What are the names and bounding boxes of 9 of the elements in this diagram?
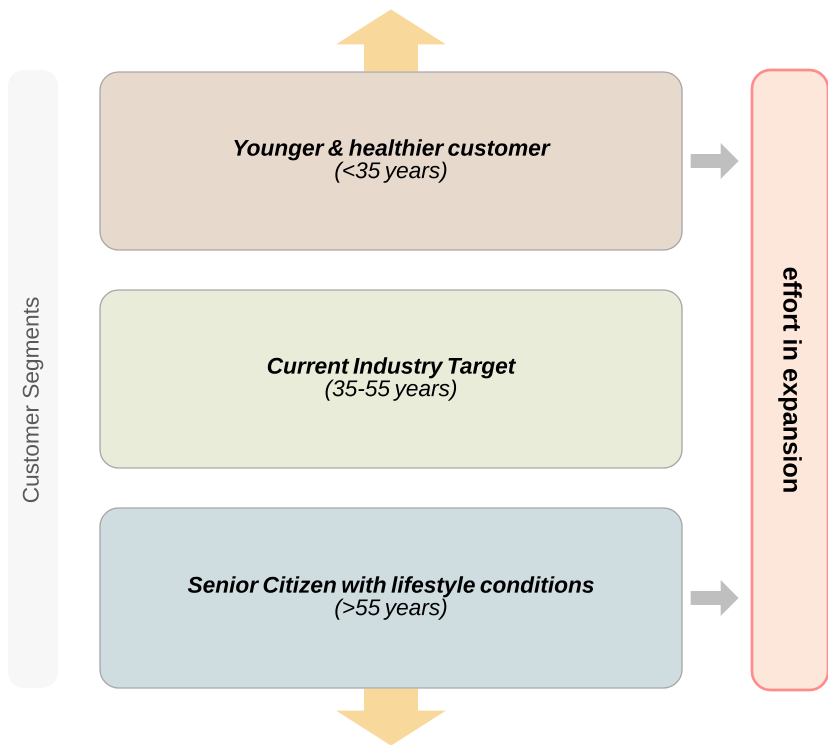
arrow: [336, 688, 446, 745]
effort-box: effort in expansion: [750, 68, 828, 692]
segment-box: Current Industry Target (35-55 years): [99, 289, 683, 469]
segment-box: Younger & healthier customer (<35 years): [99, 71, 683, 251]
arrow: [336, 9, 446, 72]
arrow: [690, 580, 739, 616]
side-label: Customer Segments: [22, 298, 44, 502]
arrow: [690, 143, 739, 179]
segment-box: Senior Citizen with lifestyle conditions (>55 years): [99, 507, 683, 689]
